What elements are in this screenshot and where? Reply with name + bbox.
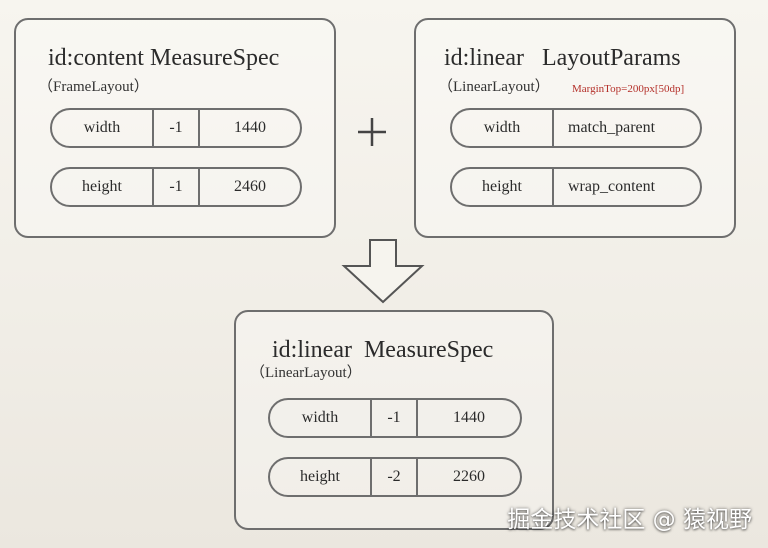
row-mode: -1	[370, 400, 416, 436]
plus-icon	[358, 118, 386, 146]
row-label: height	[82, 178, 122, 195]
row-mode: -2	[370, 459, 416, 495]
row-label: width	[483, 119, 521, 136]
content-measurespec-card: id:content MeasureSpec （FrameLayout） wid…	[14, 18, 336, 238]
linear-layoutparams-subtitle: （LinearLayout）	[438, 79, 550, 95]
row-value: wrap_content	[552, 169, 700, 205]
row-value: 2260	[416, 459, 520, 495]
row-mode: -1	[152, 169, 198, 205]
linear-height-row: height wrap_content	[450, 167, 702, 207]
row-value: match_parent	[552, 110, 700, 146]
linear-measurespec-card: id:linear MeasureSpec （LinearLayout） wid…	[234, 310, 554, 530]
content-measurespec-title: id:content MeasureSpec	[48, 45, 280, 71]
watermark-text: 掘金技术社区 @ 猿视野	[507, 507, 752, 533]
linear-width-row: width match_parent	[450, 108, 702, 148]
row-label: width	[301, 409, 339, 426]
linear-layoutparams-card: id:linear LayoutParams （LinearLayout） Ma…	[414, 18, 736, 238]
row-value: 1440	[198, 110, 300, 146]
row-value: 2460	[198, 169, 300, 205]
content-measurespec-subtitle: （FrameLayout）	[38, 79, 149, 95]
linear-layoutparams-title: id:linear LayoutParams	[444, 45, 681, 71]
down-arrow-icon	[341, 239, 425, 304]
result-width-row: width -1 1440	[268, 398, 522, 438]
row-label: height	[482, 178, 522, 195]
linear-measurespec-subtitle: （LinearLayout）	[250, 365, 362, 381]
content-height-row: height -1 2460	[50, 167, 302, 207]
content-width-row: width -1 1440	[50, 108, 302, 148]
row-mode: -1	[152, 110, 198, 146]
linear-measurespec-title: id:linear MeasureSpec	[272, 337, 494, 363]
row-value: 1440	[416, 400, 520, 436]
margin-top-note: MarginTop=200px[50dp]	[572, 83, 685, 95]
result-height-row: height -2 2260	[268, 457, 522, 497]
row-label: width	[83, 119, 121, 136]
row-label: height	[300, 468, 340, 485]
